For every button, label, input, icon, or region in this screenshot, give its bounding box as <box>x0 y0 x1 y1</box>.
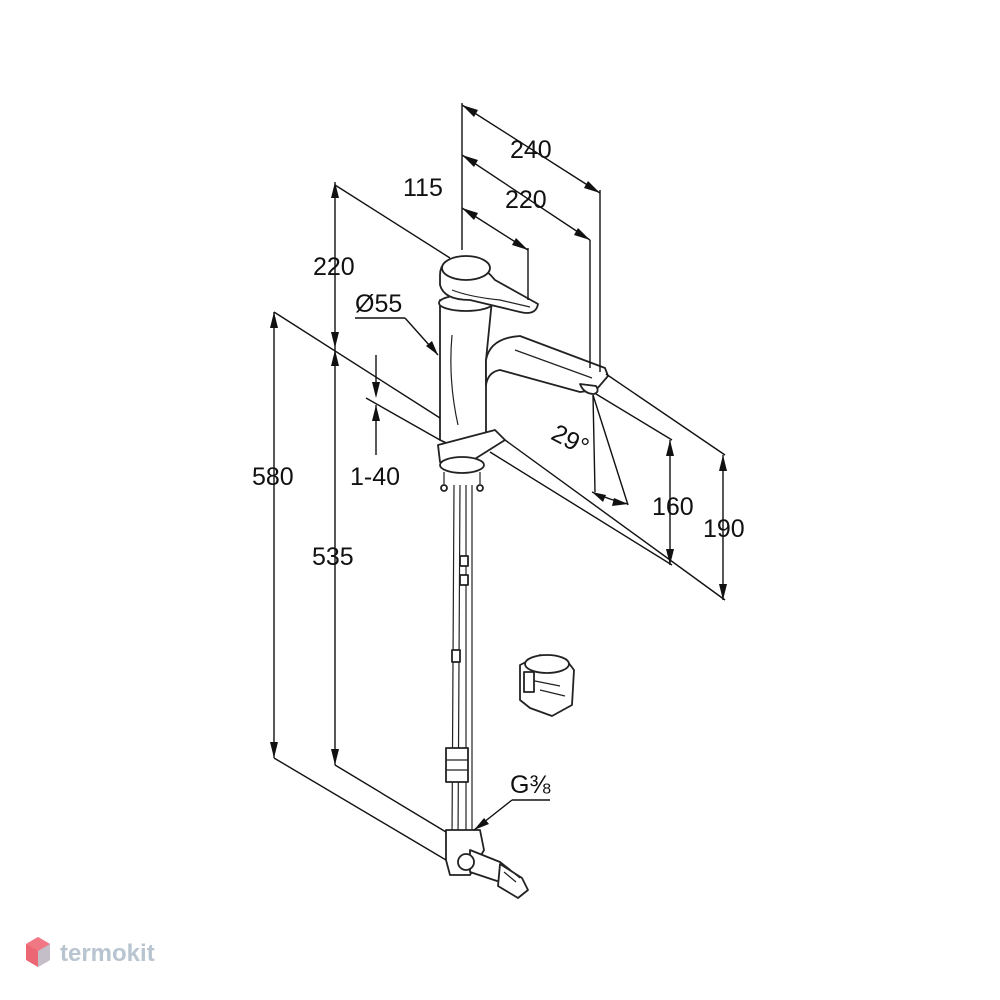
dim-580 <box>270 311 447 861</box>
dim-160 <box>489 393 674 566</box>
valve-connector <box>445 829 529 899</box>
dim-diameter-leader <box>355 317 439 356</box>
dim-190 <box>504 373 727 601</box>
label-220-spout: 220 <box>505 186 547 214</box>
dim-240 <box>461 103 601 372</box>
dim-220-height <box>331 182 451 348</box>
termokit-logo-icon <box>26 937 50 967</box>
label-angle: 29° <box>547 419 594 461</box>
label-115: 115 <box>403 174 443 202</box>
label-240: 240 <box>510 136 552 164</box>
label-220-height: 220 <box>313 253 355 281</box>
dim-220-spout <box>461 154 591 368</box>
faucet-spout <box>485 335 609 395</box>
cartridge-part <box>519 654 575 717</box>
label-deck: 1-40 <box>350 463 400 491</box>
label-190: 190 <box>703 515 745 543</box>
dim-deck <box>365 355 441 455</box>
dim-115 <box>461 207 529 300</box>
label-thread: G⅜ <box>510 771 550 799</box>
faucet-body <box>438 294 494 448</box>
label-580: 580 <box>252 463 294 491</box>
faucet-base-plate <box>437 429 506 492</box>
dim-angle <box>591 394 629 506</box>
label-535: 535 <box>312 543 354 571</box>
dim-535 <box>331 348 447 833</box>
watermark: termokit <box>26 937 155 967</box>
faucet-lever <box>439 255 539 314</box>
label-diameter: Ø55 <box>355 290 402 318</box>
dim-thread-leader <box>473 799 550 831</box>
supply-hoses <box>445 484 473 841</box>
watermark-brand: termokit <box>60 940 155 967</box>
label-160: 160 <box>652 493 694 521</box>
